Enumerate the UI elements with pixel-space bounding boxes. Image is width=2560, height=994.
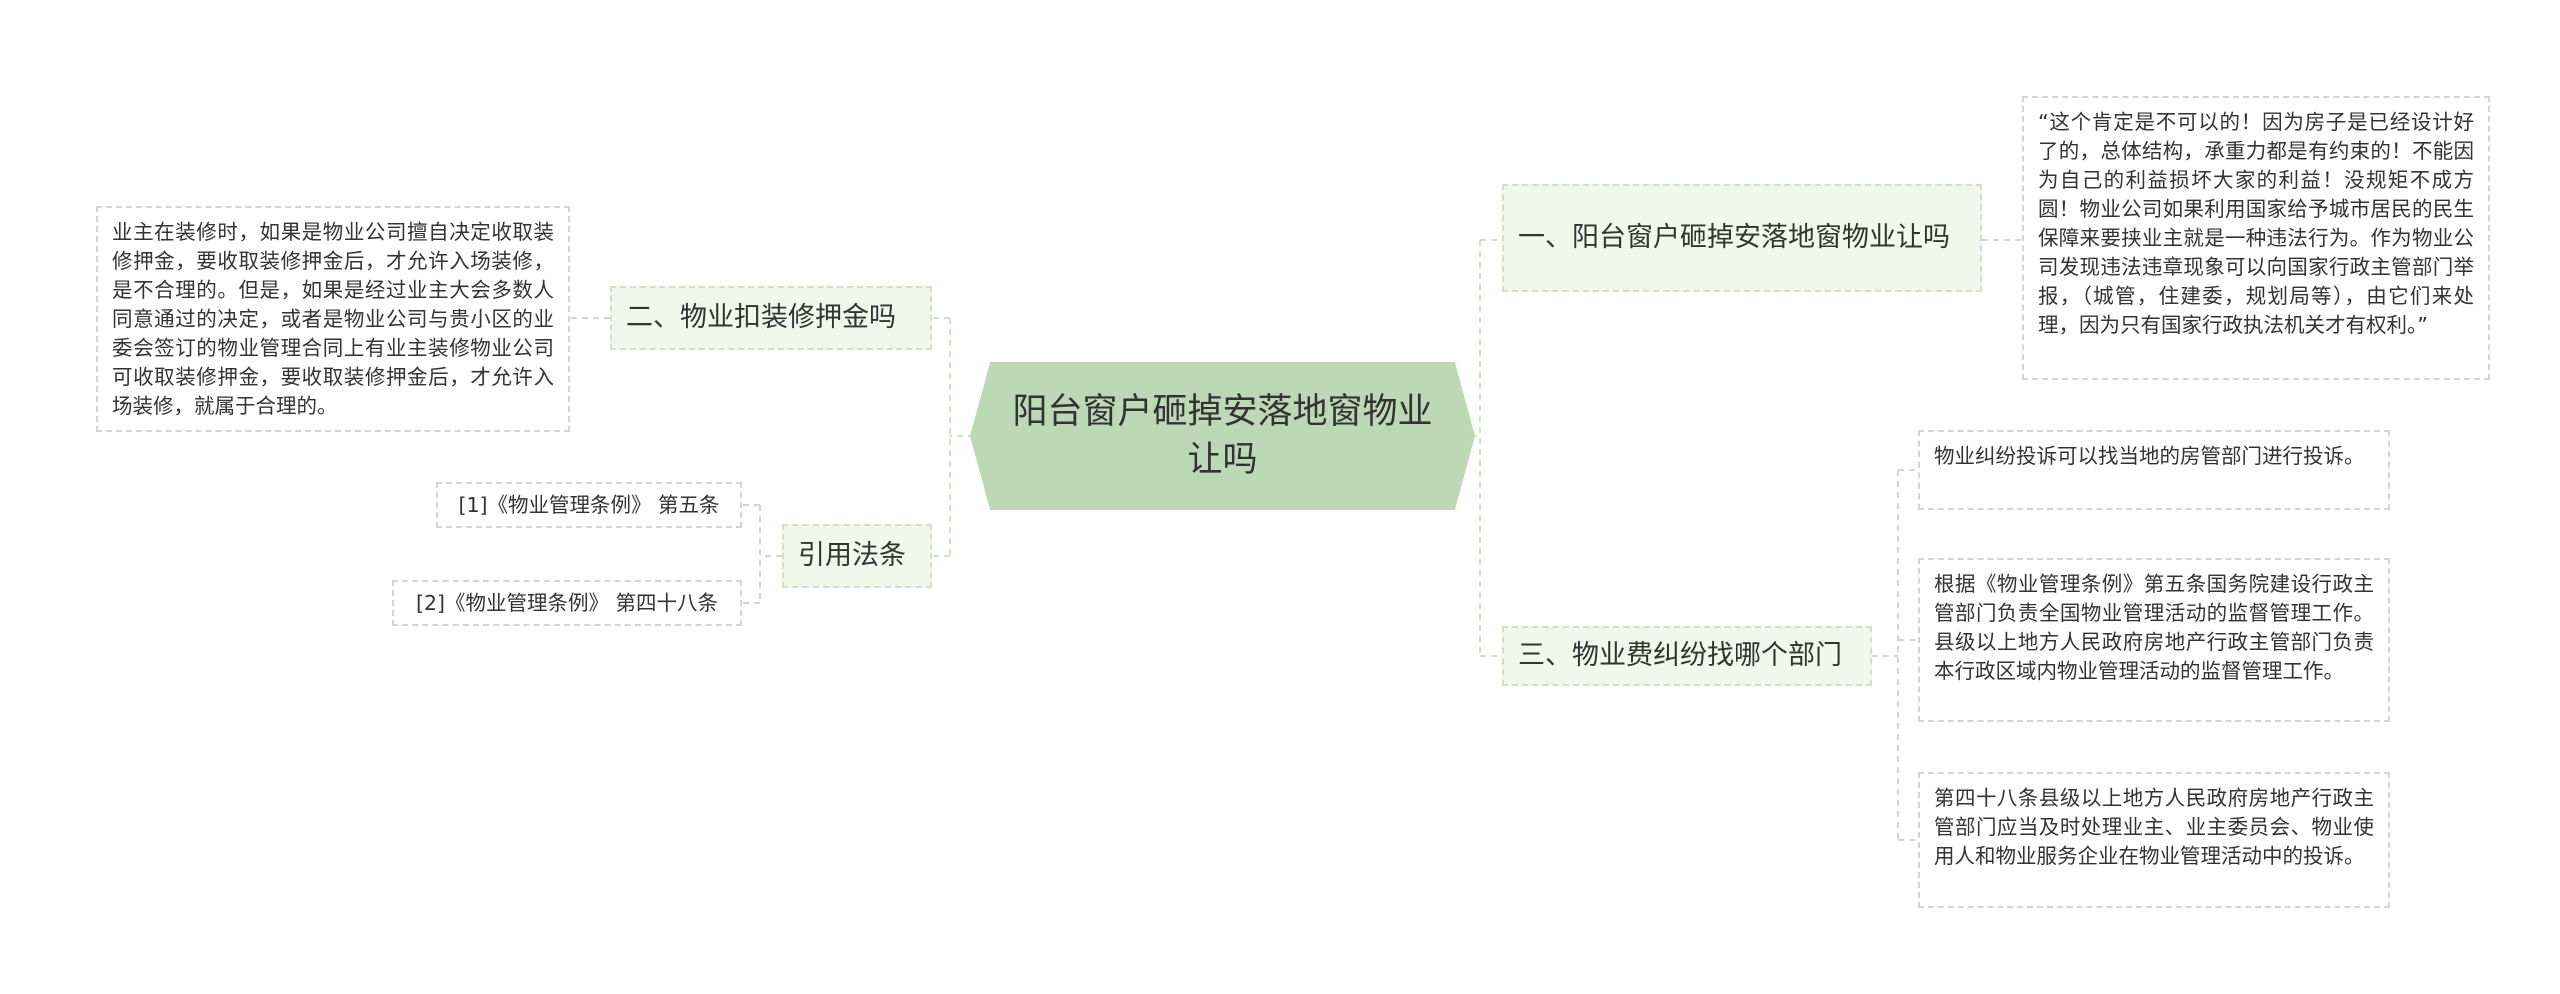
leaf-law-ref-2[interactable]: [2]《物业管理条例》 第四十八条 [392,580,742,626]
leaf-renovation-deposit-answer-text: 业主在装修时，如果是物业公司擅自决定收取装修押金，要收取装修押金后，才允许入场装… [112,220,554,418]
leaf-article-48-text: 第四十八条县级以上地方人民政府房地产行政主管部门应当及时处理业主、业主委员会、物… [1934,786,2374,868]
leaf-article-5[interactable]: 根据《物业管理条例》第五条国务院建设行政主管部门负责全国物业管理活动的监督管理工… [1918,558,2390,722]
branch-renovation-deposit[interactable]: 二、物业扣装修押金吗 [610,286,932,350]
leaf-balcony-window-answer[interactable]: “这个肯定是不可以的！因为房子是已经设计好了的，总体结构，承重力都是有约束的！不… [2022,96,2490,380]
leaf-law-ref-2-text: [2]《物业管理条例》 第四十八条 [415,590,719,615]
leaf-article-48[interactable]: 第四十八条县级以上地方人民政府房地产行政主管部门应当及时处理业主、业主委员会、物… [1918,772,2390,908]
leaf-renovation-deposit-answer[interactable]: 业主在装修时，如果是物业公司擅自决定收取装修押金，要收取装修押金后，才允许入场装… [96,206,570,432]
branch-balcony-window[interactable]: 一、阳台窗户砸掉安落地窗物业让吗 [1502,184,1982,292]
branch-cited-laws-label: 引用法条 [798,540,906,571]
branch-property-fee-dispute[interactable]: 三、物业费纠纷找哪个部门 [1502,626,1872,686]
leaf-complaint-housing-dept[interactable]: 物业纠纷投诉可以找当地的房管部门进行投诉。 [1918,430,2390,510]
branch-renovation-deposit-label: 二、物业扣装修押金吗 [626,302,896,333]
leaf-complaint-housing-dept-text: 物业纠纷投诉可以找当地的房管部门进行投诉。 [1934,444,2365,468]
branch-balcony-window-label: 一、阳台窗户砸掉安落地窗物业让吗 [1518,222,1950,253]
leaf-law-ref-1-text: [1]《物业管理条例》 第五条 [458,492,720,517]
leaf-balcony-window-answer-text: “这个肯定是不可以的！因为房子是已经设计好了的，总体结构，承重力都是有约束的！不… [2038,110,2474,337]
branch-cited-laws[interactable]: 引用法条 [782,524,932,588]
root-topic[interactable]: 阳台窗户砸掉安落地窗物业让吗 [970,362,1475,510]
branch-property-fee-dispute-label: 三、物业费纠纷找哪个部门 [1518,640,1842,671]
leaf-article-5-text: 根据《物业管理条例》第五条国务院建设行政主管部门负责全国物业管理活动的监督管理工… [1934,572,2374,683]
root-topic-label: 阳台窗户砸掉安落地窗物业让吗 [1012,392,1433,480]
leaf-law-ref-1[interactable]: [1]《物业管理条例》 第五条 [436,482,742,528]
